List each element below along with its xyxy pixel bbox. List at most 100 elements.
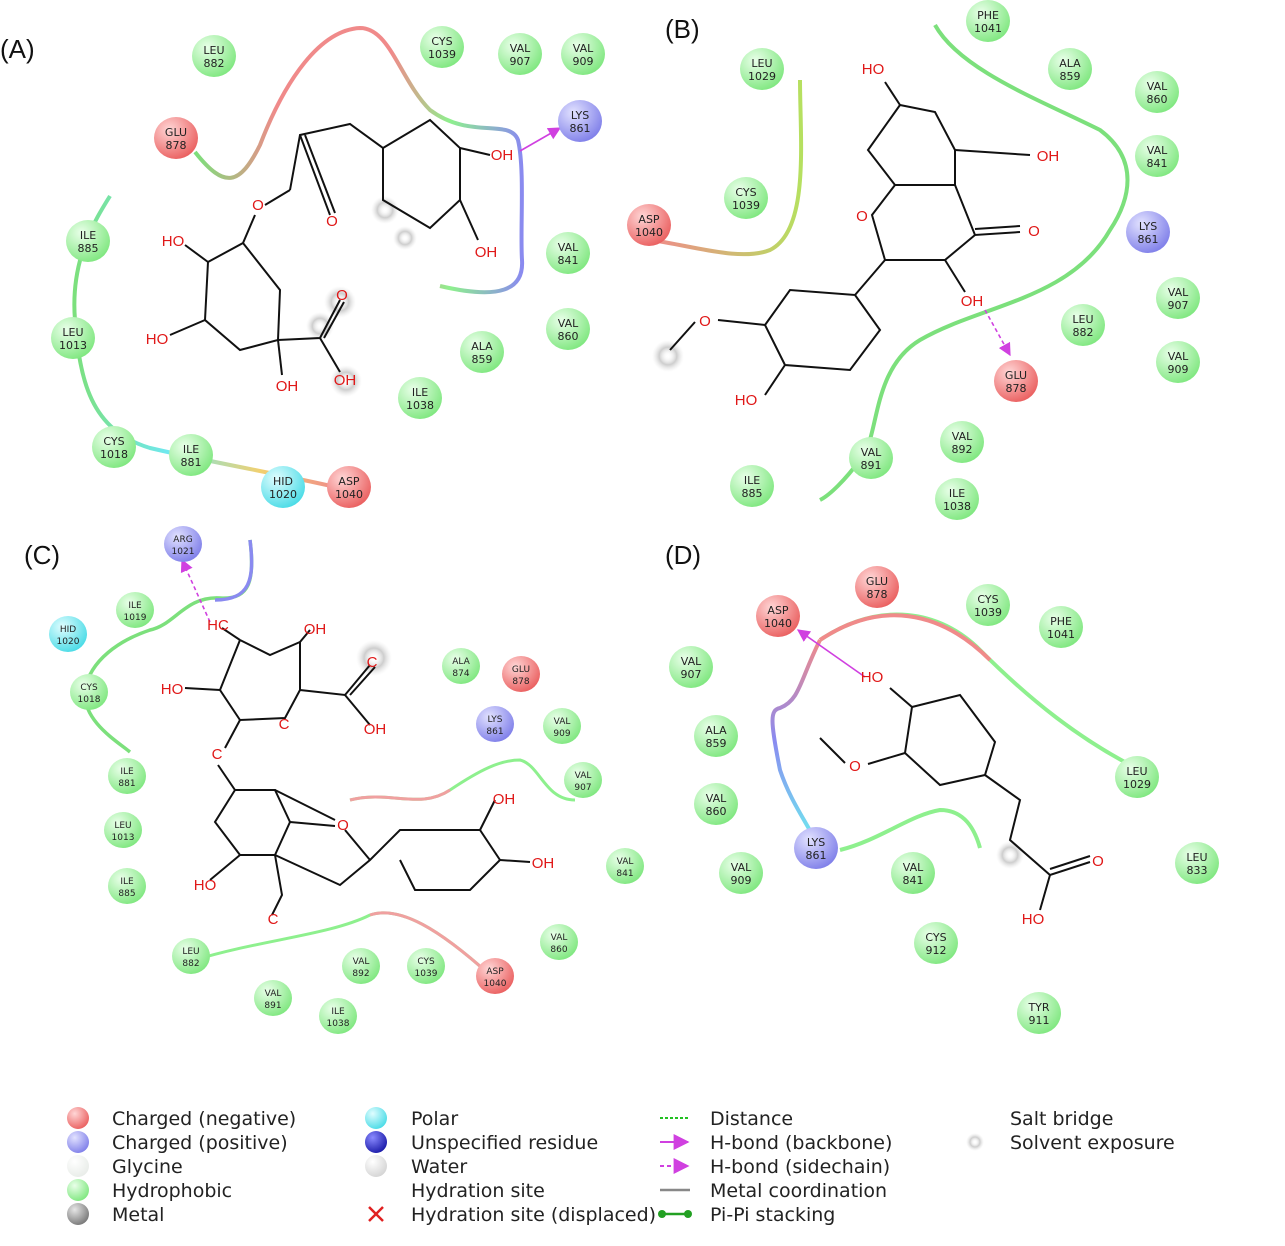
legend-label: Hydration site [411,1180,545,1202]
residue-number: 841 [558,254,579,267]
legend-label: Polar [411,1108,458,1130]
residue-name: VAL [551,933,568,943]
residue-sphere [327,466,371,508]
legend-label: Water [411,1156,467,1178]
svg-text:OH: OH [276,378,299,395]
panel-a-label: (A) [0,34,35,64]
svg-text:O: O [849,758,861,775]
residue-number: 909 [553,729,570,739]
residue-name: CYS [80,683,98,693]
residue-number: 885 [118,889,135,899]
residue-sphere [92,426,136,468]
residue-number: 1041 [1047,628,1075,641]
svg-text:HO: HO [861,669,884,686]
residue-number: 1029 [1123,778,1151,791]
svg-text:C: C [367,654,378,671]
residue-number: 1040 [335,488,363,501]
residue-number: 841 [1147,157,1168,170]
residue-name: VAL [952,430,973,443]
residue-name: LEU [114,821,131,831]
legend-label: Hydrophobic [112,1180,232,1202]
pocket-surface-a [193,25,525,295]
residue-name: VAL [1147,144,1168,157]
residue-number: 1040 [484,979,507,989]
residue-sphere [540,924,578,960]
residue-number: 860 [550,945,567,955]
residue-val-860: VAL 860 [540,924,578,960]
svg-text:O: O [252,197,264,214]
residue-sphere [49,616,87,652]
legend-label: Metal coordination [710,1180,887,1202]
residue-sphere [192,35,236,77]
residue-number: 911 [1029,1014,1050,1027]
glycine-sphere-icon [67,1155,89,1177]
residue-name: VAL [903,861,924,874]
residue-number: 891 [264,1001,281,1011]
panel-b-label: (B) [665,14,700,44]
residue-sphere [966,0,1010,42]
pocket-surface-c [83,539,254,754]
residue-number: 878 [512,677,529,687]
residue-sphere [1048,48,1092,90]
legend-label: H-bond (backbone) [710,1132,892,1154]
residue-name: VAL [510,42,531,55]
svg-text:OH: OH [364,721,387,738]
residue-name: CYS [735,186,756,199]
residue-number: 1013 [112,833,135,843]
residue-number: 1040 [635,226,663,239]
residue-name: GLU [1005,369,1027,382]
residue-sphere [1115,756,1159,798]
residue-sphere [855,566,899,608]
residue-number: 878 [1006,382,1027,395]
svg-text:HO: HO [862,61,885,78]
residue-name: ILE [80,229,96,242]
residue-name: ILE [120,877,134,887]
residue-name: LEU [1186,851,1207,864]
residue-sphere [694,715,738,757]
svg-text:OH: OH [334,372,357,389]
residue-sphere [794,827,838,869]
legend-label: Pi-Pi stacking [710,1204,835,1226]
svg-text:C: C [279,716,290,733]
svg-text:OH: OH [491,147,514,164]
residue-sphere [319,998,357,1034]
residue-sphere [66,220,110,262]
residue-name: VAL [1147,80,1168,93]
hbond-backbone-arrow-d [796,629,866,678]
svg-text:O: O [699,313,711,330]
legend-label: Charged (positive) [112,1132,288,1154]
metal-sphere-icon [67,1203,89,1225]
residue-name: LYS [1139,220,1157,233]
svg-text:HO: HO [735,392,758,409]
residue-name: HID [273,475,293,488]
residue-name: ALA [452,657,470,667]
svg-text:OH: OH [532,855,555,872]
residue-number: 881 [118,779,135,789]
legend-label: Distance [710,1108,793,1130]
residue-name: VAL [573,42,594,55]
residue-name: LEU [751,57,772,70]
legend-label: Glycine [112,1156,183,1178]
pocket-surface-d2 [818,612,1141,772]
residue-name: VAL [861,446,882,459]
residue-name: ILE [183,443,199,456]
